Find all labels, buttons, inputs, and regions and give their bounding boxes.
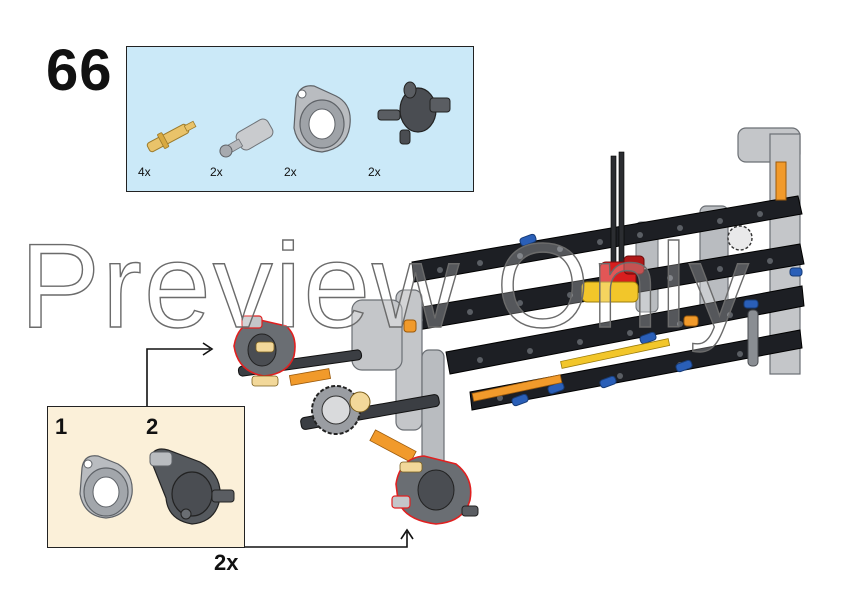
ball-joint-icon — [219, 118, 274, 158]
substep-1-label: 1 — [55, 414, 68, 439]
hub-housing-icon — [293, 85, 351, 153]
chassis-model — [233, 127, 805, 525]
callout-arrow-bottom — [245, 528, 414, 548]
hub-assembly-icon — [149, 448, 235, 525]
subassembly-multiplier: 2x — [214, 550, 239, 575]
part-qty-1: 4x — [138, 165, 151, 179]
callout-arrow-top — [146, 342, 214, 406]
cv-joint-icon — [377, 81, 451, 145]
substep-2-label: 2 — [146, 414, 159, 439]
pin-with-axle-icon — [146, 120, 197, 153]
part-qty-2: 2x — [210, 165, 223, 179]
hub-housing-icon — [79, 455, 133, 519]
step-number: 66 — [46, 38, 113, 103]
part-qty-4: 2x — [368, 165, 381, 179]
part-qty-3: 2x — [284, 165, 297, 179]
preview-watermark: Preview Only — [19, 219, 751, 353]
